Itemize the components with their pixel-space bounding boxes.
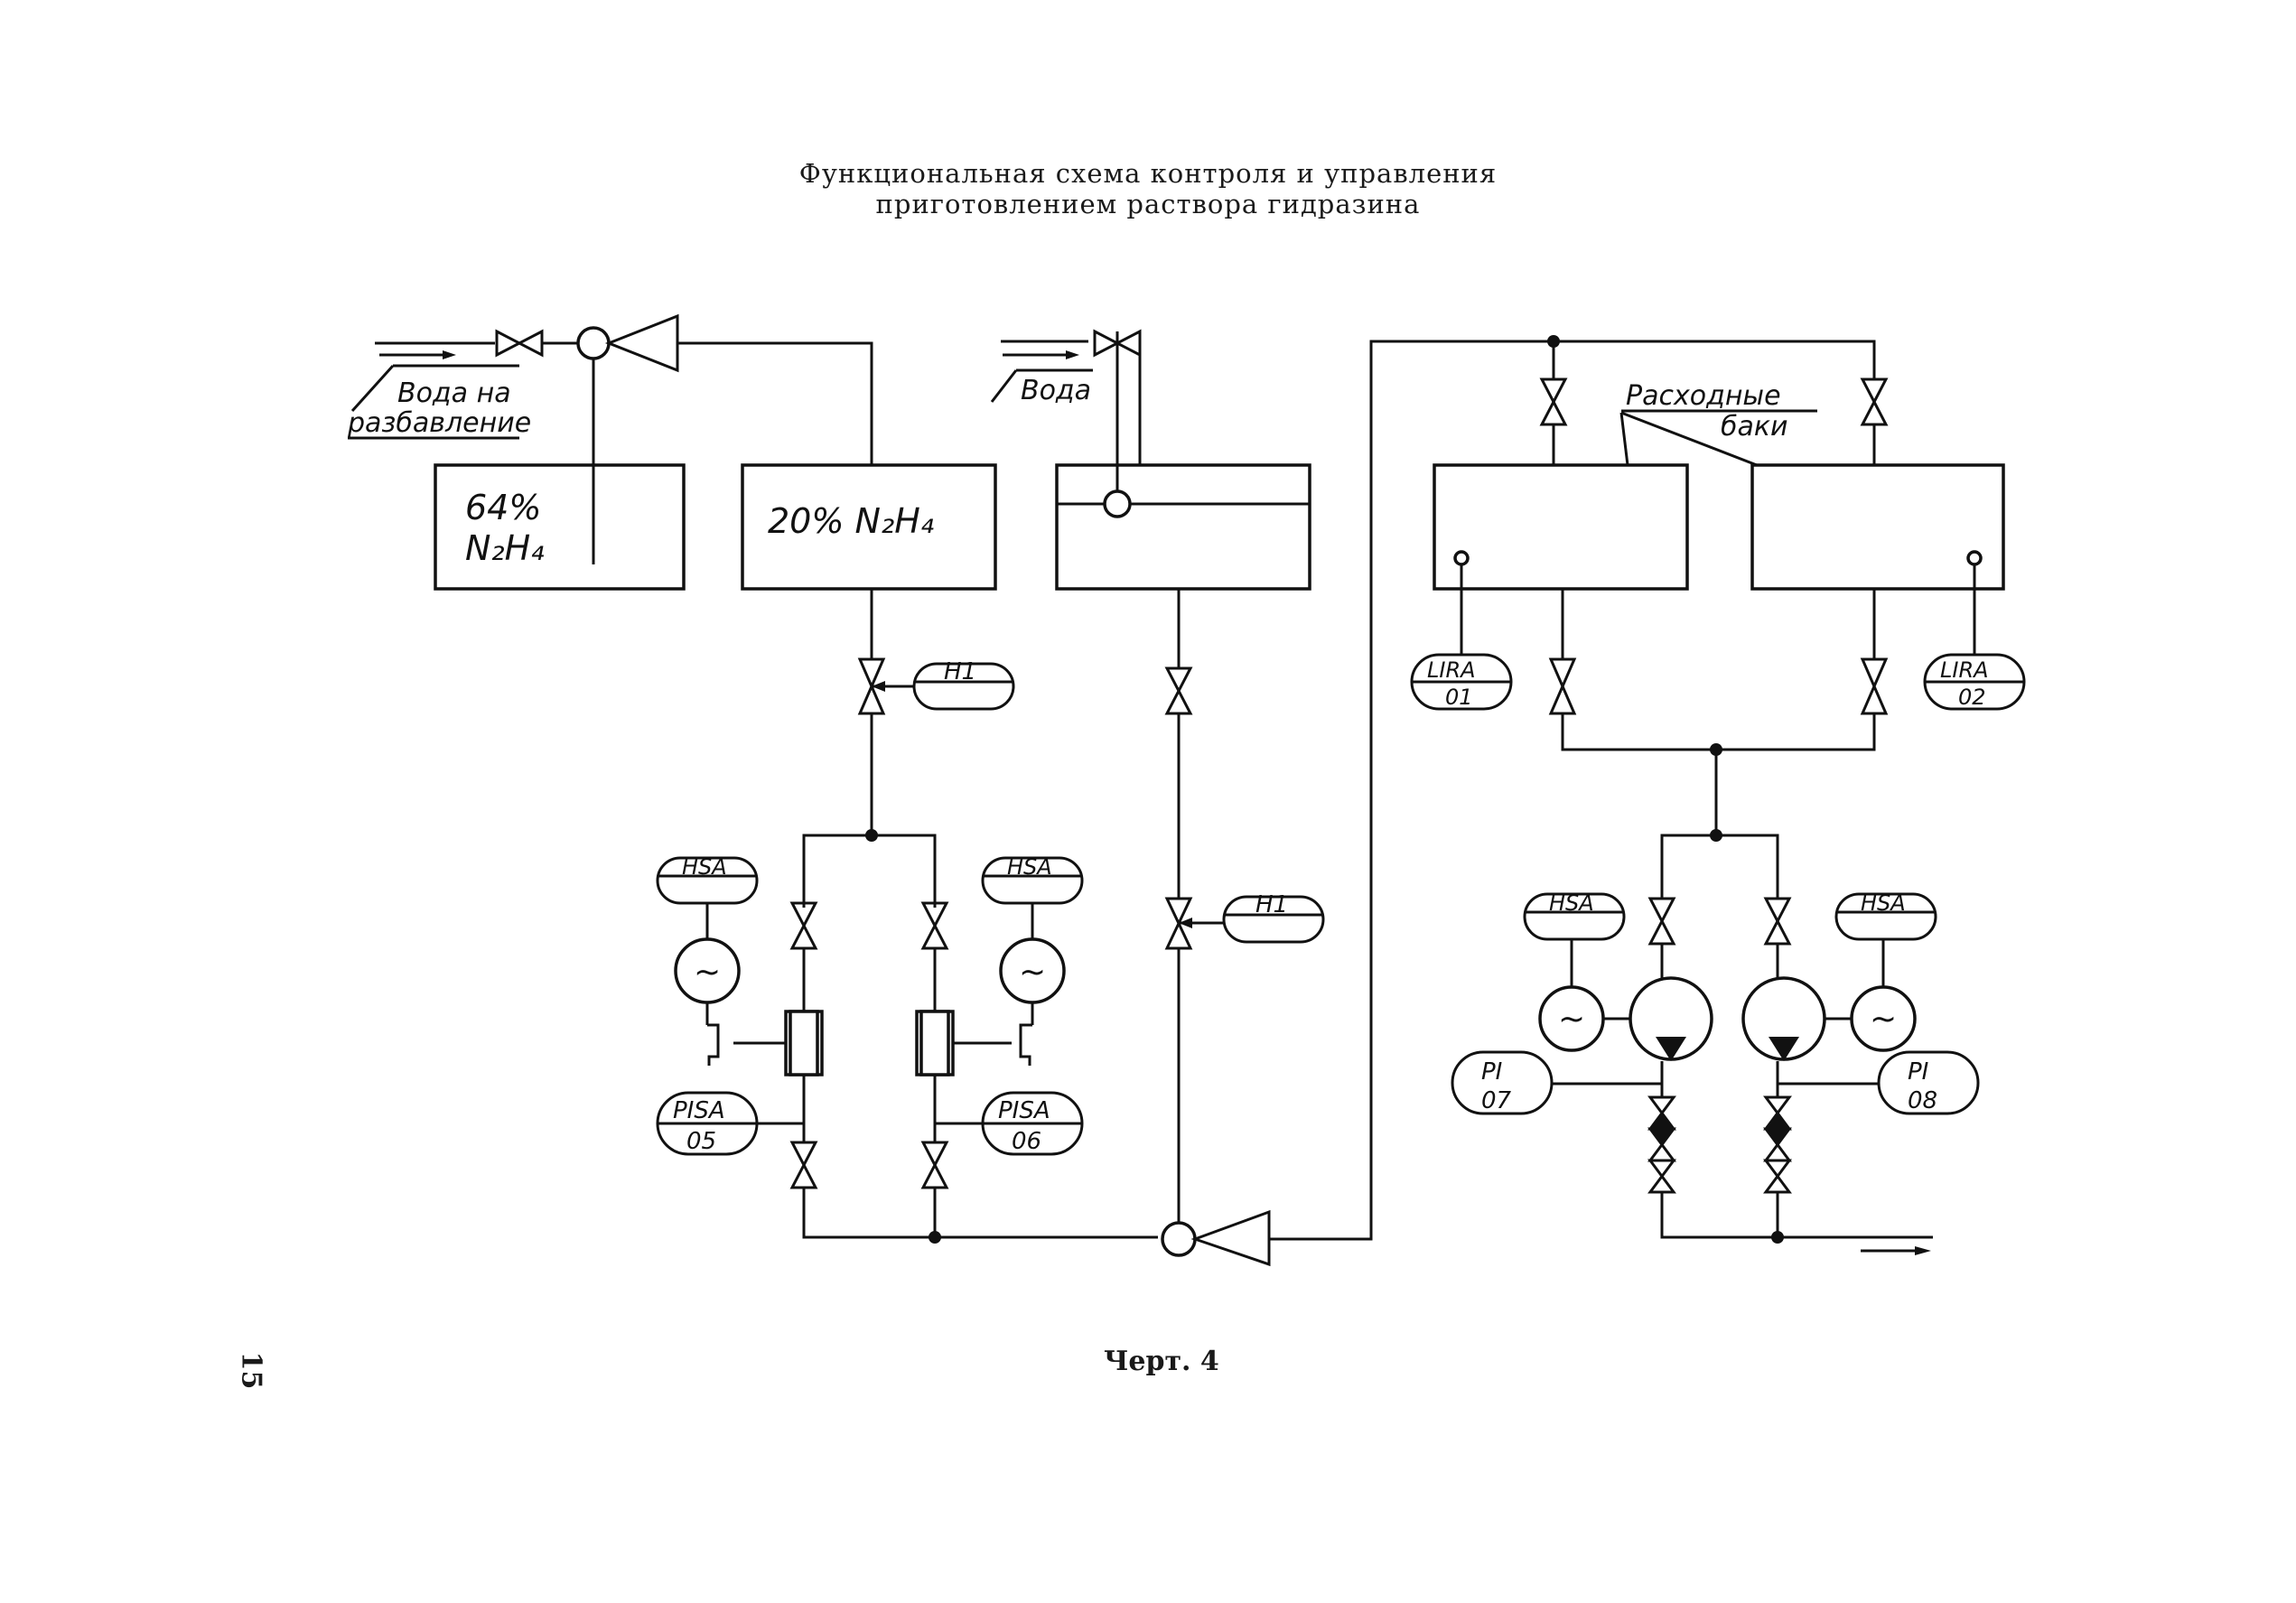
hi-1-indicator: [912, 662, 1015, 711]
dilution-water-inlet: Вода на разбавление: [347, 341, 531, 440]
service-tanks-label-2: баки: [1721, 411, 1788, 443]
pi-08-label-2: 08: [1908, 1087, 1937, 1114]
dilution-water-label-1: Вода на: [397, 377, 511, 409]
water-label: Вода: [1021, 375, 1091, 406]
valve-icon: [1860, 377, 1889, 426]
svg-text:~: ~: [694, 954, 721, 991]
control-valve-icon: [857, 657, 914, 715]
check-valve-stack-2: [1763, 1095, 1792, 1194]
page-number: 15: [235, 1351, 267, 1390]
water-inlet: Вода: [990, 340, 1093, 406]
svg-text:~: ~: [1870, 1001, 1897, 1038]
hi-1-label: H1: [944, 658, 976, 685]
valve-icon: [789, 901, 818, 950]
float-icon: [1103, 489, 1132, 518]
centrifugal-pump-2-icon: [1741, 976, 1826, 1061]
pump-right-icon: [915, 1010, 1012, 1076]
valve-icon: [789, 1141, 818, 1189]
level-sensor-icon: [1966, 550, 1983, 566]
hsa-4-label: HSA: [1861, 890, 1906, 916]
hsa-3-label: HSA: [1549, 890, 1594, 916]
valve-icon: [920, 1141, 949, 1189]
service-tanks-label-1: Расходные: [1626, 380, 1781, 412]
tank1-label-1: 64%: [465, 488, 541, 527]
hsa-4-indicator: [1834, 892, 1937, 941]
valve-icon: [1539, 377, 1568, 426]
tank2-label: 20% N₂H₄: [768, 501, 934, 541]
valve-icon: [1860, 657, 1889, 715]
valve-icon: [1647, 897, 1676, 946]
hi-2-indicator: [1222, 895, 1325, 944]
lira-02-label-1: LIRA: [1940, 657, 1989, 683]
hi-2-label: H1: [1255, 891, 1288, 918]
centrifugal-pump-1-icon: [1629, 976, 1713, 1061]
page-title-line-2: приготовлением раствора гидразина: [875, 189, 1421, 219]
dilution-water-label-2: разбавление: [347, 407, 531, 439]
pi-07-label-1: PI: [1481, 1058, 1502, 1086]
level-sensor-icon: [1453, 550, 1470, 566]
pisa-05-label-2: 05: [686, 1128, 716, 1155]
lira-02-label-2: 02: [1958, 685, 1986, 710]
figure-caption: Черт. 4: [1104, 1346, 1219, 1377]
hsa-3-indicator: [1523, 892, 1626, 941]
hsa-1-label: HSA: [682, 854, 727, 880]
pump-left-icon: [733, 1010, 824, 1076]
lira-01-label-2: 01: [1445, 685, 1473, 710]
valve-icon: [1164, 666, 1193, 715]
hsa-2-label: HSA: [1007, 854, 1052, 880]
pisa-06-label-1: PISA: [998, 1097, 1050, 1124]
valve-icon: [920, 901, 949, 950]
tank-64-percent: [434, 463, 686, 591]
pi-07-label-2: 07: [1481, 1087, 1512, 1114]
valve-icon: [1763, 897, 1792, 946]
svg-text:~: ~: [1558, 1001, 1585, 1038]
service-tank-2: [1750, 463, 2005, 591]
dilution-tank: [1055, 463, 1311, 591]
service-tank-1: [1433, 463, 1689, 591]
svg-text:~: ~: [1019, 954, 1046, 991]
pi-08-label-1: PI: [1908, 1058, 1928, 1086]
control-valve-icon: [1164, 897, 1224, 950]
pisa-06-label-2: 06: [1012, 1128, 1041, 1155]
valve-icon: [1548, 657, 1577, 715]
lira-01-label-1: LIRA: [1427, 657, 1476, 683]
valve-icon: [1093, 329, 1142, 358]
page-title-line-1: Функциональная схема контроля и управлен…: [798, 158, 1498, 189]
tank1-label-2: N₂H₄: [465, 528, 544, 568]
pisa-05-label-1: PISA: [673, 1097, 725, 1124]
valve-icon: [495, 329, 544, 358]
tank-20-percent: [741, 463, 997, 591]
check-valve-stack-1: [1647, 1095, 1676, 1194]
